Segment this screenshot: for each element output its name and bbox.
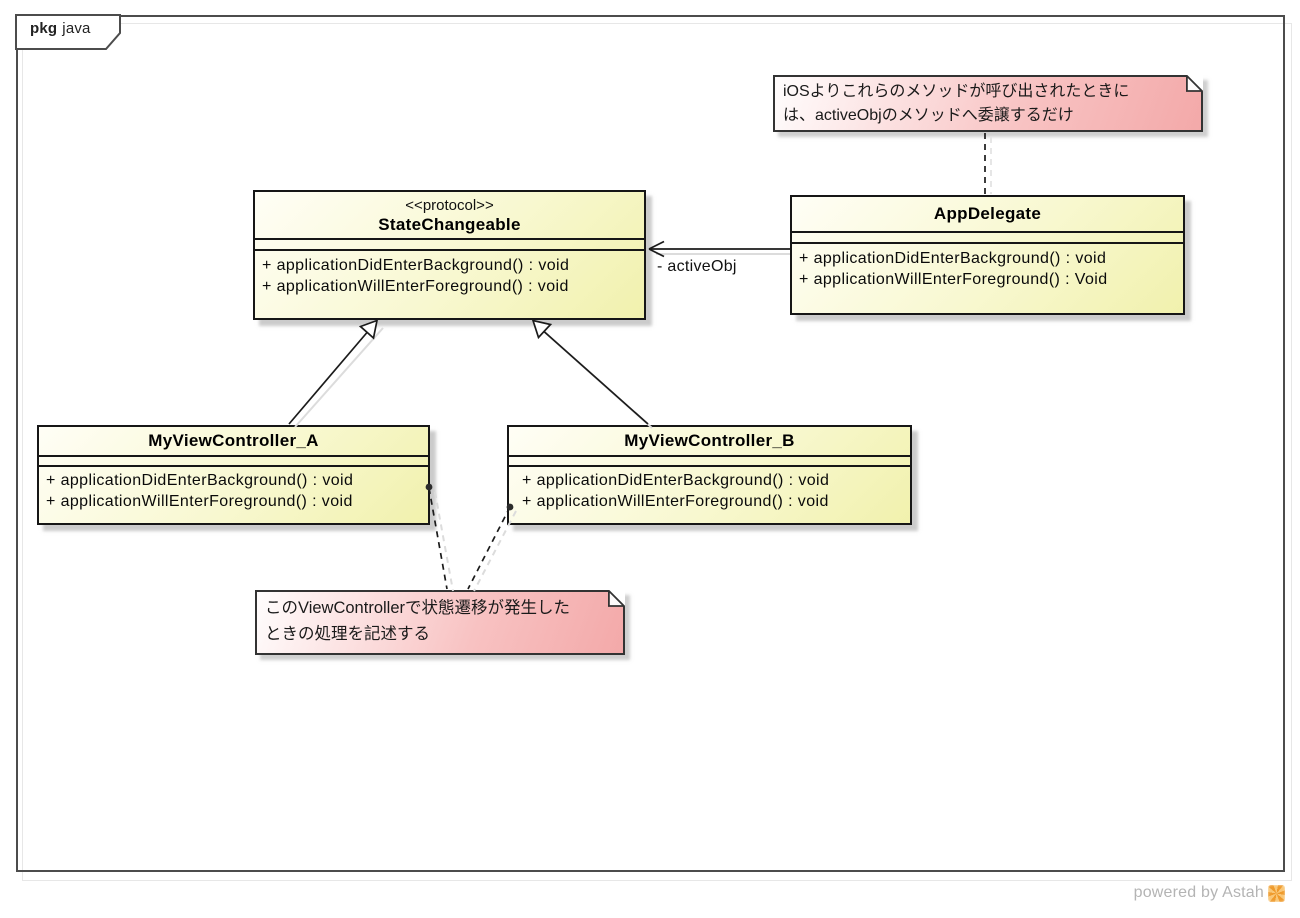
powered-by-text: powered by Astah (1133, 884, 1264, 901)
astah-logo-icon (1268, 884, 1285, 902)
class-name-compartment: <<protocol>> StateChangeable (255, 192, 644, 238)
class-statechangeable: <<protocol>> StateChangeable + applicati… (253, 190, 646, 320)
operation-item: + applicationWillEnterForeground() : voi… (262, 278, 569, 295)
operations-compartment: + applicationDidEnterBackground() : void… (509, 467, 910, 512)
package-keyword: pkg (30, 20, 58, 37)
operations-compartment: + applicationDidEnterBackground() : void… (39, 467, 428, 512)
operation-item: + applicationDidEnterBackground() : void (262, 257, 570, 274)
footer: powered by Astah (1134, 884, 1285, 902)
class-name: StateChangeable (378, 214, 521, 234)
class-stereotype: <<protocol>> (405, 196, 494, 214)
page-edge (22, 23, 1292, 881)
operation-item: + applicationWillEnterForeground() : voi… (522, 493, 829, 510)
note-line: ときの処理を記述する (265, 625, 430, 643)
attributes-compartment (792, 231, 1183, 244)
class-name-compartment: MyViewController_A (39, 427, 428, 455)
note-line: iOSよりこれらのメソッドが呼び出されたときに (783, 83, 1130, 100)
note-line: このViewControllerで状態遷移が発生した (265, 599, 570, 617)
package-frame (16, 15, 1285, 872)
association-label: - activeObj (657, 258, 737, 275)
class-appdelegate: AppDelegate + applicationDidEnterBackgro… (790, 195, 1185, 315)
operations-compartment: + applicationDidEnterBackground() : void… (792, 244, 1183, 290)
class-name-compartment: AppDelegate (792, 197, 1183, 231)
operation-item: + applicationDidEnterBackground() : void (799, 250, 1107, 267)
operation-item: + applicationWillEnterForeground() : Voi… (799, 271, 1108, 288)
operation-item: + applicationWillEnterForeground() : voi… (46, 493, 353, 510)
note-appdelegate: iOSよりこれらのメソッドが呼び出されたときに は、activeObjのメソッド… (773, 75, 1203, 132)
attributes-compartment (509, 455, 910, 467)
note-viewcontrollers: このViewControllerで状態遷移が発生した ときの処理を記述する (255, 590, 625, 655)
operation-item: + applicationDidEnterBackground() : void (522, 472, 830, 489)
note-fold-icon (608, 590, 625, 607)
note-fold-icon (1186, 75, 1203, 92)
operations-compartment: + applicationDidEnterBackground() : void… (255, 251, 644, 297)
class-name-compartment: MyViewController_B (509, 427, 910, 455)
class-myviewcontroller-b: MyViewController_B + applicationDidEnter… (507, 425, 912, 525)
package-name: java (62, 20, 91, 37)
class-name: MyViewController_B (624, 431, 795, 450)
class-name: MyViewController_A (148, 431, 319, 450)
operation-item: + applicationDidEnterBackground() : void (46, 472, 354, 489)
attributes-compartment (255, 238, 644, 251)
note-line: は、activeObjのメソッドへ委譲するだけ (783, 107, 1074, 124)
package-tab (15, 14, 121, 50)
class-myviewcontroller-a: MyViewController_A + applicationDidEnter… (37, 425, 430, 525)
class-name: AppDelegate (933, 204, 1042, 223)
attributes-compartment (39, 455, 428, 467)
